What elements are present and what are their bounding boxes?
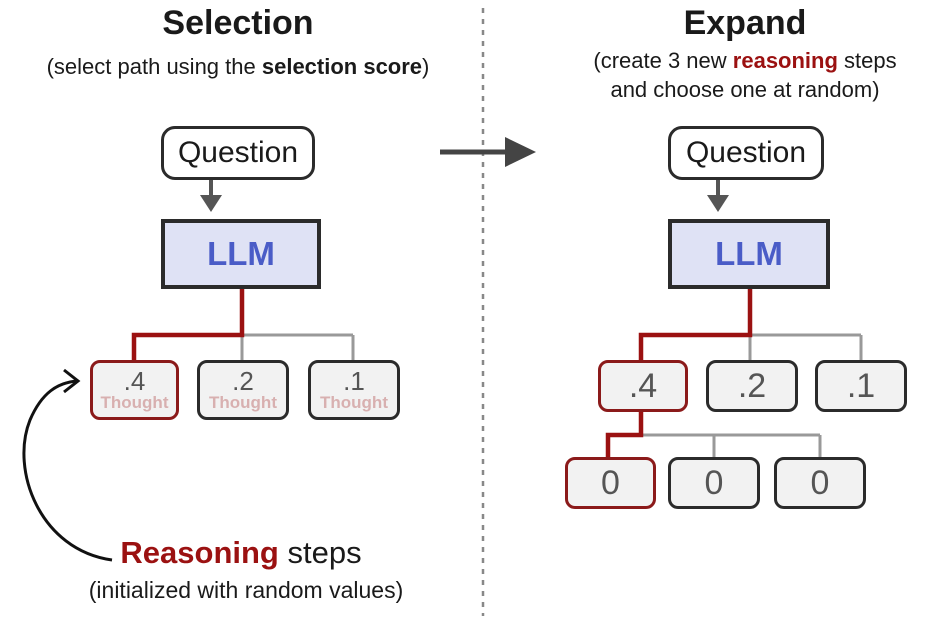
left-question-label: Question: [177, 136, 299, 169]
curved-arrow: [22, 368, 113, 562]
right-subtitle-red: reasoning: [732, 48, 838, 73]
left-llm-label: LLM: [207, 235, 275, 272]
right-child-2: 0: [668, 457, 760, 509]
right-child-selected-path: [605, 412, 644, 457]
left-subtitle: (select path using the selection score): [18, 52, 458, 81]
left-title: Selection: [162, 4, 314, 42]
right-child-1-score: 0: [601, 463, 620, 502]
left-subtitle-post: ): [422, 54, 430, 79]
left-question-arrow: [200, 178, 222, 212]
caption-rest: steps: [278, 535, 362, 570]
right-question-box: Question: [668, 126, 824, 180]
right-subtitle: (create 3 new reasoning steps and choose…: [560, 46, 930, 104]
left-subtitle-pre: (select path using the: [46, 54, 262, 79]
right-llm-box: LLM: [668, 219, 830, 289]
left-tree-gray: [240, 333, 355, 360]
left-node-3-label: Thought: [320, 392, 388, 412]
caption-red: Reasoning: [120, 535, 279, 570]
right-node-2: .2: [706, 360, 798, 412]
right-llm-label: LLM: [715, 235, 783, 272]
right-question-arrow: [707, 178, 729, 212]
left-thought-node-3: .1 Thought: [308, 360, 400, 420]
caption-main: Reasoning steps: [76, 535, 406, 571]
left-node-2-score: .2: [232, 365, 254, 396]
right-child-3: 0: [774, 457, 866, 509]
right-node-2-score: .2: [737, 366, 767, 405]
right-title: Expand: [683, 4, 807, 42]
right-tree-gray: [748, 333, 863, 360]
transition-arrow: [440, 137, 536, 167]
right-question-label: Question: [685, 136, 807, 169]
left-selected-path: [131, 287, 245, 360]
right-subtitle-pre: (create 3 new: [593, 48, 733, 73]
left-node-1-label: Thought: [100, 392, 169, 412]
left-thought-node-2: .2 Thought: [197, 360, 289, 420]
right-node-3: .1: [815, 360, 907, 412]
left-llm-box: LLM: [161, 219, 321, 289]
left-question-box: Question: [161, 126, 315, 180]
right-node-3-score: .1: [846, 366, 876, 405]
right-child-2-score: 0: [704, 463, 724, 502]
right-selected-path: [638, 287, 753, 360]
right-node-1: .4: [598, 360, 688, 412]
left-node-3-score: .1: [343, 365, 365, 396]
right-node-1-score: .4: [628, 366, 658, 405]
right-subtree-gray: [641, 433, 822, 457]
left-node-2-label: Thought: [209, 392, 277, 412]
right-child-3-score: 0: [810, 463, 830, 502]
right-subtitle-post: steps: [837, 48, 897, 73]
right-child-1: 0: [565, 457, 656, 509]
left-subtitle-bold: selection score: [261, 54, 423, 79]
right-subtitle-line2: and choose one at random): [610, 77, 880, 102]
right-subtitle-line1: (create 3 new reasoning steps: [560, 46, 930, 75]
left-node-1-score: .4: [123, 365, 146, 396]
caption-sub: (initialized with random values): [88, 577, 404, 603]
left-thought-node-1: .4 Thought: [90, 360, 179, 420]
